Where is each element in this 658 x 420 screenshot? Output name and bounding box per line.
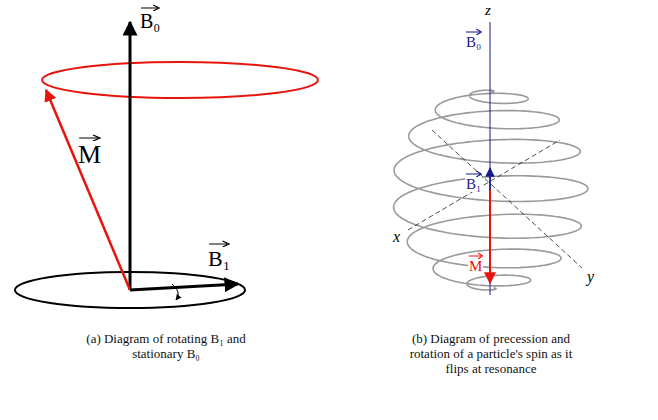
vector-arrow (468, 252, 483, 259)
vector-arrow (208, 240, 230, 247)
vector-label: B₁ (208, 240, 230, 271)
axis-label: z (484, 2, 492, 19)
axis-label: y (586, 268, 595, 286)
vector-label-text: B₁ (465, 176, 482, 192)
vector-arrow (465, 28, 482, 35)
vector-label: B₀ (140, 4, 160, 33)
subfigure-caption: (b) Diagram of precession and rotation o… (402, 332, 580, 377)
axis-label-text: z (484, 2, 492, 18)
subfigure-caption: (a) Diagram of rotating B₁ and stationar… (78, 332, 254, 362)
vector-arrow (140, 4, 160, 11)
vector-label: M (78, 134, 101, 170)
panel-b (394, 22, 588, 295)
vector-label-text: B₀ (465, 34, 482, 50)
vector-arrow (78, 134, 101, 141)
vector-label-text: M (78, 140, 101, 169)
axis-label-text: x (392, 228, 401, 245)
panel-a (15, 22, 318, 308)
vector-label-text: B₁ (208, 246, 230, 271)
vector-label: B₀ (465, 28, 482, 51)
axis-label-text: y (586, 268, 595, 285)
subfigure-caption-text: (b) Diagram of precession and rotation o… (410, 331, 573, 376)
axis-label: x (392, 228, 401, 246)
vector-label: M (468, 252, 483, 275)
vector-label-text: M (468, 258, 483, 274)
vector-arrow (465, 170, 482, 177)
vector-label: B₁ (465, 170, 482, 193)
subfigure-caption-text: (a) Diagram of rotating B₁ and stationar… (86, 331, 245, 361)
vector-label-text: B₀ (140, 10, 160, 32)
